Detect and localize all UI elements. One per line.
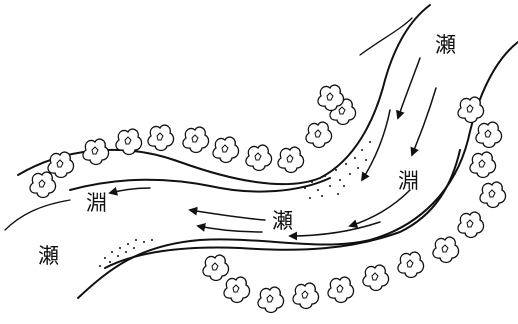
flow-arrow [198,226,262,232]
shrub [363,265,389,290]
label-rapids-mid: 瀬 [272,209,293,233]
shrub [433,237,459,262]
sandbar-inner-bend [304,141,371,199]
shrub [213,137,239,162]
shrub [398,252,424,277]
shrub [203,255,229,280]
shrub [328,277,354,302]
right-bank-top [360,18,412,55]
shrub [148,125,174,150]
flow-arrow [110,188,150,193]
shrub [306,122,332,147]
label-rapids-left: 瀬 [38,244,59,268]
shrub [246,145,272,170]
flow-arrow [412,88,436,155]
shrub [83,139,109,164]
shrub [458,212,484,237]
label-pool-bend: 淵 [398,169,419,193]
shrub [278,147,304,172]
shrub [458,97,484,122]
shrub [293,283,319,308]
shrub [480,182,506,207]
shrub [224,277,250,302]
shrub [470,152,496,177]
flow-arrow [190,210,265,220]
left-bank [5,200,70,230]
flow-arrow [290,222,380,236]
shrub [48,152,74,177]
shrub [30,172,56,197]
label-rapids-top: 瀬 [435,33,456,57]
shrub [476,122,502,147]
shrub [258,287,284,312]
flow-arrow [350,190,410,226]
flow-arrow [398,58,420,118]
label-pool-left: 淵 [86,191,107,215]
shrub [183,127,209,152]
flow-arrow [362,110,390,180]
